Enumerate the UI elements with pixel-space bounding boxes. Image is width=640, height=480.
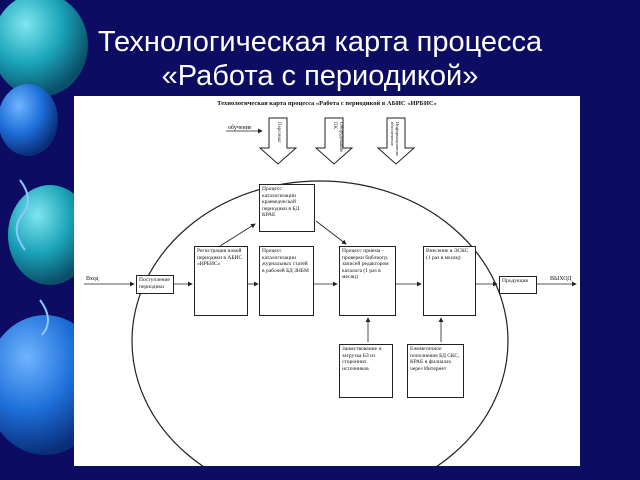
esks-box: Внесение в ЭСКС (1 раз в месяц)	[423, 246, 476, 316]
slide-title-line2: «Работа с периодикой»	[161, 60, 479, 92]
products-box: Продукция	[499, 276, 537, 294]
training-label: обучение	[228, 125, 252, 131]
info-block-arrow	[376, 117, 416, 165]
equipment-block-arrow	[314, 117, 354, 165]
staff-label: Персонал	[276, 122, 281, 143]
process-diagram: Технологическая карта процесса «Работа с…	[74, 96, 580, 466]
journal-articles-box: Процесс каталогизации журнальных статей …	[259, 246, 314, 316]
borrowing-box: Заимствование и загрузка БЗ из сторонних…	[339, 344, 393, 398]
acceptance-box: Процесс приема - проверки библиогр. запи…	[339, 246, 396, 316]
output-label: ВЫХОД	[550, 276, 572, 282]
diagram-lines	[84, 117, 577, 466]
equipment-label: Оборудование ПК	[332, 122, 343, 153]
slide-title-line1: Технологическая карта процесса	[97, 26, 543, 58]
staff-block-arrow	[258, 117, 298, 165]
registration-box: Регистрация новой периодики в АБИС «ИРБИ…	[194, 246, 248, 316]
receipt-box: Поступление периодики	[136, 275, 174, 294]
process-boundary-circle	[131, 180, 509, 466]
input-label: Вход	[86, 276, 99, 282]
kraeved-box: Процесс каталогизации краеведческой пери…	[259, 184, 315, 232]
diagram-header: Технологическая карта процесса «Работа с…	[217, 100, 437, 107]
monthly-update-box: Ежемесячное пополнение БД СКС, КРАЕ в фи…	[407, 344, 464, 398]
info-label: Информационное обеспечение	[390, 122, 400, 157]
